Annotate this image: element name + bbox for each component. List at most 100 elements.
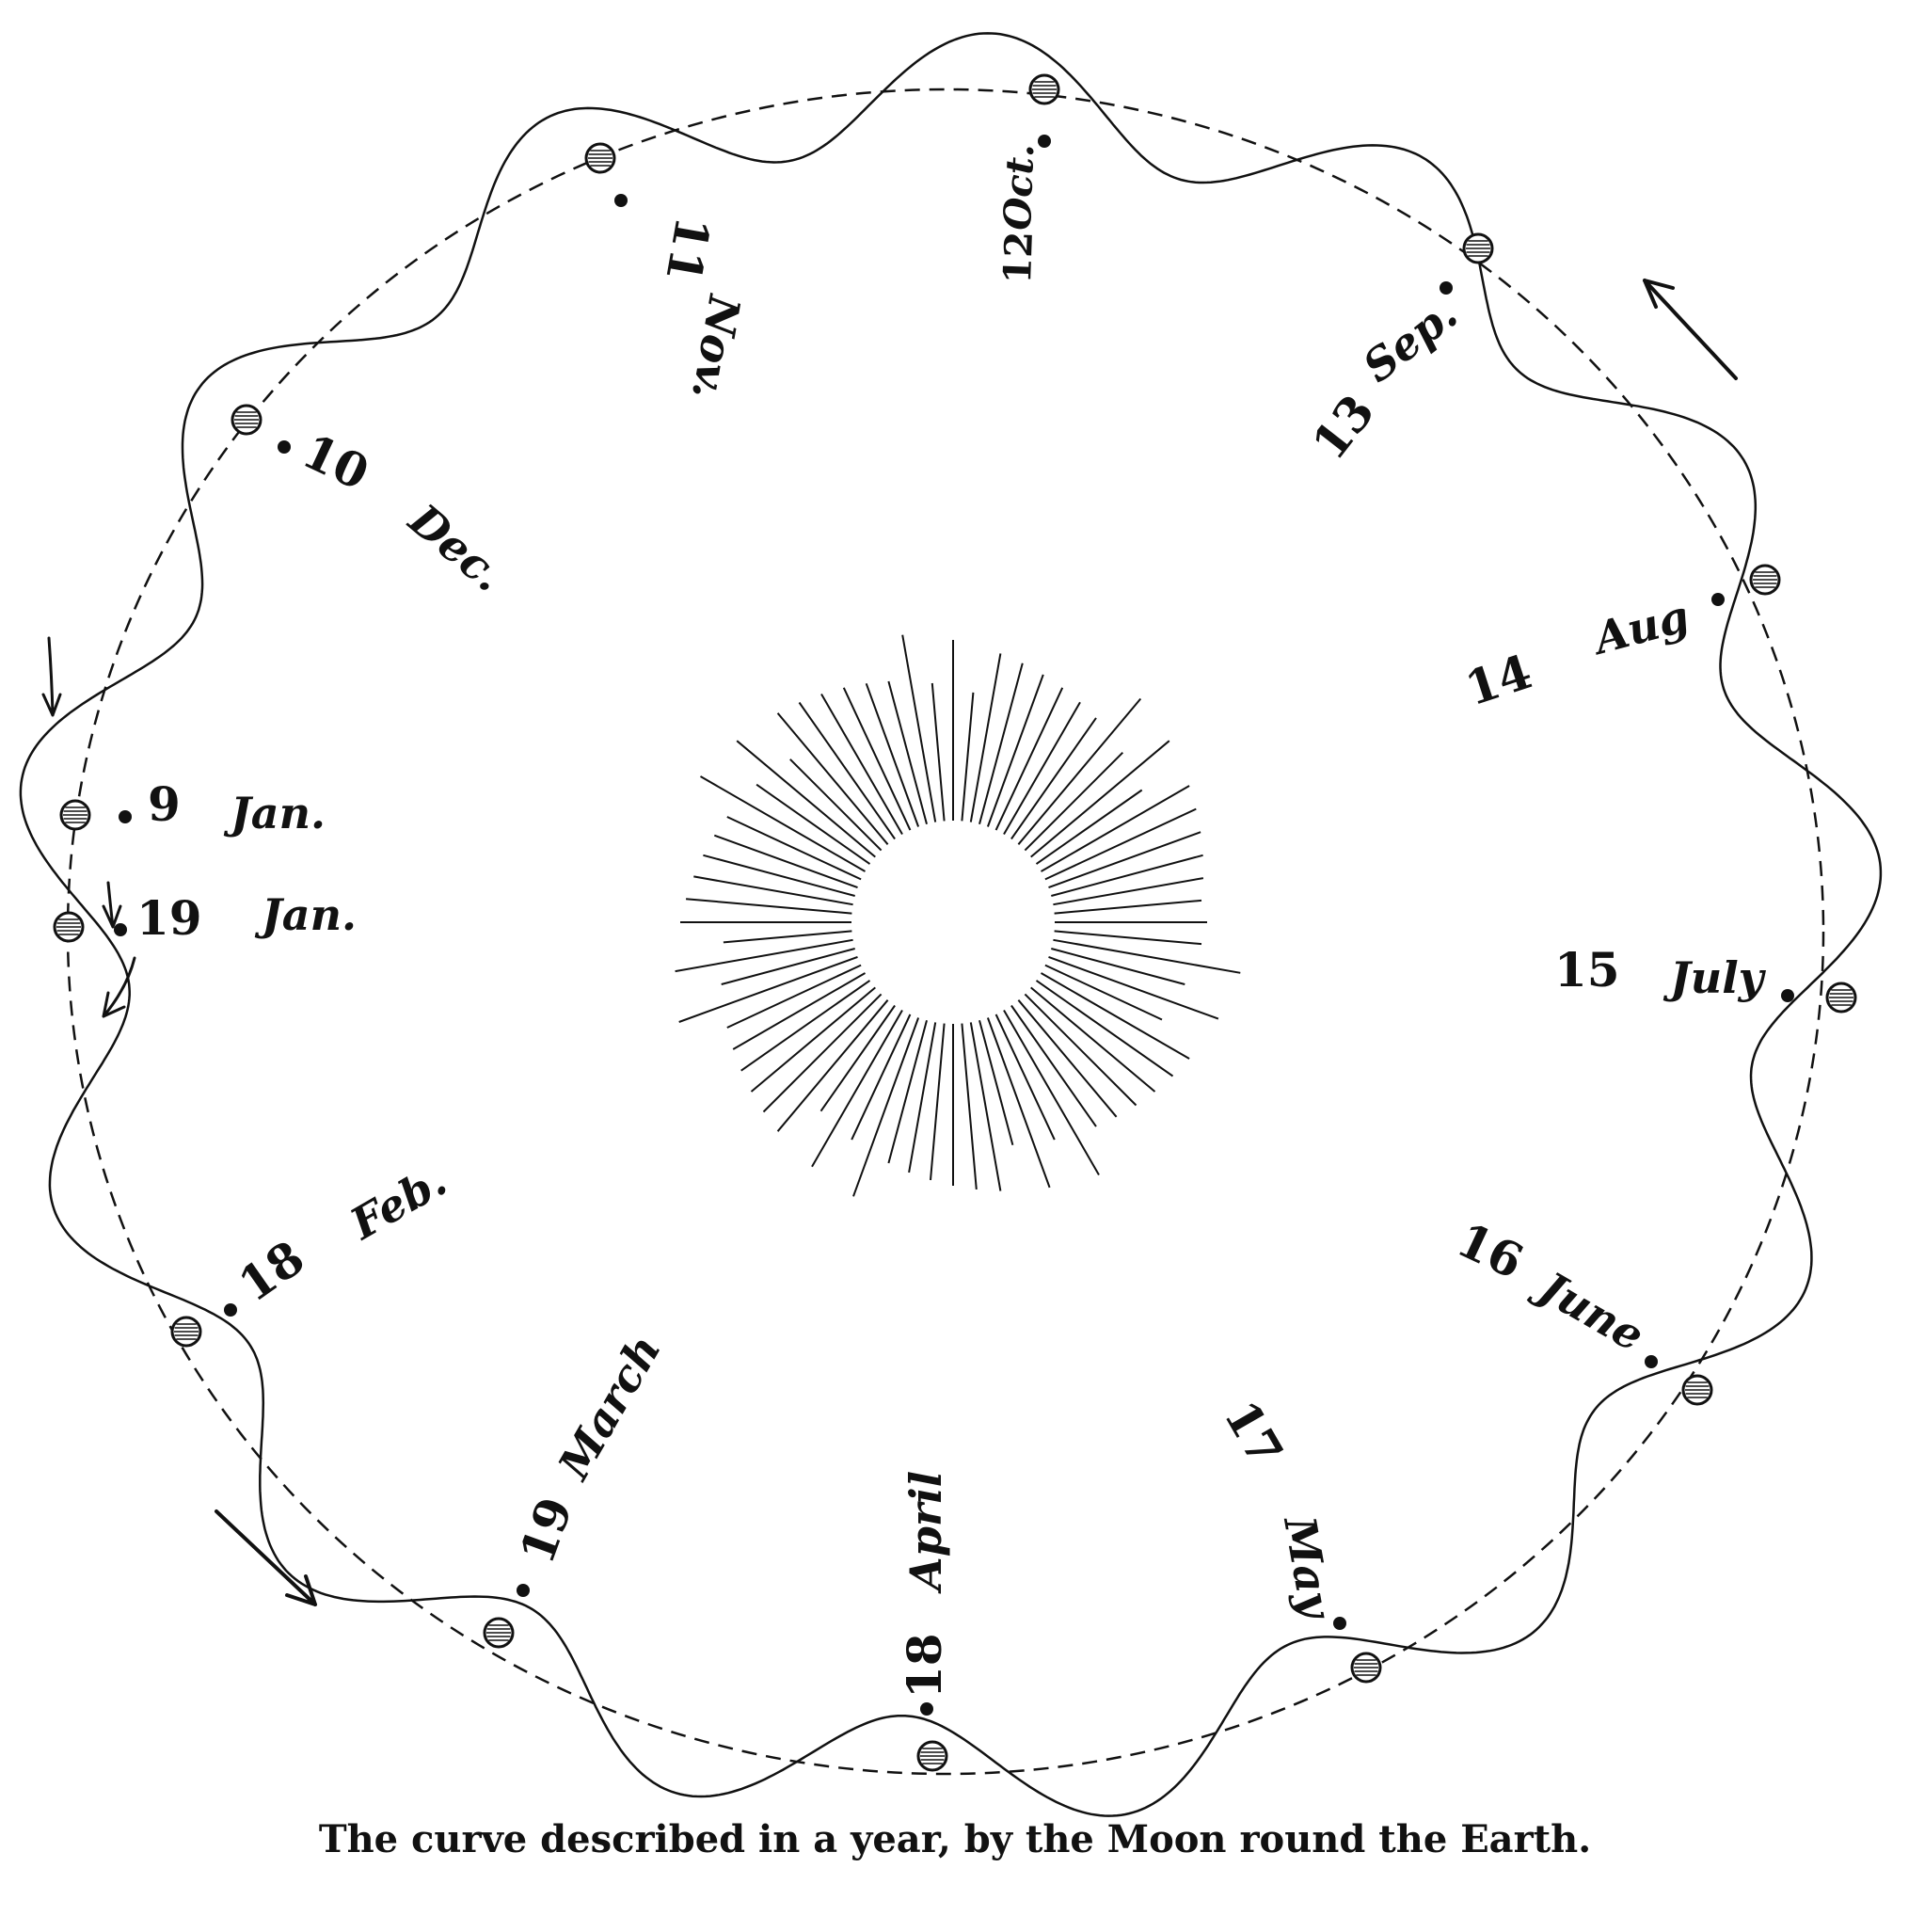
sun-ray <box>750 986 876 1093</box>
sun-ray <box>865 682 920 827</box>
sun-ray <box>776 999 889 1132</box>
label-18-apr: 18 <box>897 1633 952 1699</box>
label-mar: March <box>548 1326 671 1489</box>
moon-circle <box>59 799 91 831</box>
moon-circle <box>1462 232 1494 264</box>
label-sep: Sep. <box>1354 288 1467 392</box>
moon-circle <box>1825 982 1857 1014</box>
label-nov: Nov. <box>682 290 751 404</box>
moon-circle <box>231 404 262 436</box>
sun-ray <box>1024 993 1137 1107</box>
sun-ray <box>1010 1004 1097 1127</box>
sun-ray <box>700 775 866 872</box>
earth-dot <box>1781 989 1794 1002</box>
sun-ray <box>721 948 855 985</box>
label-jan-2: Jan. <box>254 889 357 940</box>
sun-ray <box>931 682 946 822</box>
sun-ray <box>1035 789 1143 865</box>
sun-ray <box>1044 964 1163 1021</box>
label-feb: Feb. <box>341 1155 455 1251</box>
arrow-bottom-left <box>215 1509 317 1606</box>
label-jun: June <box>1525 1258 1653 1362</box>
earth-dot <box>517 1584 530 1597</box>
sun-ray <box>994 687 1064 831</box>
moon-circle <box>483 1617 515 1649</box>
sun-ray <box>887 1020 928 1164</box>
sun-ray <box>678 955 858 1023</box>
moon-circle <box>1681 1374 1713 1406</box>
arrow-left-1 <box>41 636 62 717</box>
earth-dot <box>614 194 628 207</box>
earth-dot <box>1333 1617 1346 1630</box>
sun-ray <box>969 653 1002 822</box>
sun-ray <box>1053 877 1204 906</box>
label-13: 13 <box>1301 384 1385 470</box>
sun-ray <box>756 783 871 865</box>
earth-dot <box>920 1702 933 1716</box>
sun-ray <box>1003 1010 1100 1175</box>
sun-ray <box>732 972 866 1050</box>
earth-dot <box>1038 135 1051 148</box>
earth-positions <box>114 135 1794 1716</box>
moon-path-curve <box>19 32 1883 1817</box>
sun-ray <box>1017 999 1118 1118</box>
sun-ray <box>1030 986 1156 1093</box>
label-15: 15 <box>1554 942 1620 998</box>
label-16: 16 <box>1449 1211 1532 1289</box>
earth-dot <box>224 1303 237 1317</box>
label-jul: July <box>1662 952 1767 1003</box>
sun-ray <box>776 712 889 845</box>
sun-ray <box>726 964 862 1029</box>
arrow-top-right <box>1643 279 1738 380</box>
moon-circle <box>1749 564 1781 596</box>
moon-positions <box>53 73 1857 1772</box>
figure-caption: The curve described in a year, by the Mo… <box>319 1817 1591 1861</box>
earth-dot <box>114 923 127 936</box>
sun-ray <box>1051 854 1203 897</box>
arrow-left-3 <box>102 956 136 1018</box>
label-aug: Aug <box>1585 590 1694 664</box>
sun-ray <box>1035 980 1174 1078</box>
sun-ray <box>1010 717 1097 840</box>
sun-ray <box>1040 972 1190 1060</box>
arrow-left-2 <box>102 881 122 929</box>
sun-ray <box>1003 701 1081 835</box>
sun-ray <box>851 1014 912 1141</box>
sun-ray <box>1048 955 1219 1020</box>
sun-ray <box>961 692 975 822</box>
sun-ray <box>713 834 858 889</box>
arrows <box>41 279 1738 1606</box>
label-11: 11 <box>655 213 721 287</box>
sun-rays <box>675 634 1241 1197</box>
label-19-mar: 19 <box>509 1491 583 1572</box>
sun-ray <box>726 816 862 881</box>
label-12: 12 <box>995 231 1042 284</box>
sun-ray <box>819 1004 896 1112</box>
sun-ray <box>1048 831 1201 889</box>
moon-circle <box>53 911 85 943</box>
label-apr: April <box>900 1471 951 1594</box>
sun-ray <box>1024 751 1124 852</box>
sun-ray <box>675 938 853 973</box>
moon-circle <box>170 1316 202 1348</box>
sun-ray <box>1040 785 1190 872</box>
sun-ray <box>978 1020 1014 1145</box>
sun-ray <box>1030 740 1170 858</box>
label-dec: Dec. <box>398 493 514 601</box>
sun-ray <box>930 1023 946 1181</box>
sun-ray <box>693 875 853 906</box>
sun-ray <box>887 680 928 824</box>
label-19-jan: 19 <box>136 890 202 946</box>
label-14: 14 <box>1458 644 1537 717</box>
earth-dot <box>1711 593 1725 606</box>
sun-ray <box>1054 899 1202 915</box>
moon-circle <box>916 1740 948 1772</box>
sun-ray <box>820 694 903 835</box>
label-9: 9 <box>148 776 181 832</box>
label-may: May <box>1274 1511 1343 1624</box>
sun-ray <box>986 1017 1051 1189</box>
sun-ray <box>994 1014 1056 1141</box>
sun-ray <box>740 980 871 1072</box>
sun <box>675 634 1241 1197</box>
